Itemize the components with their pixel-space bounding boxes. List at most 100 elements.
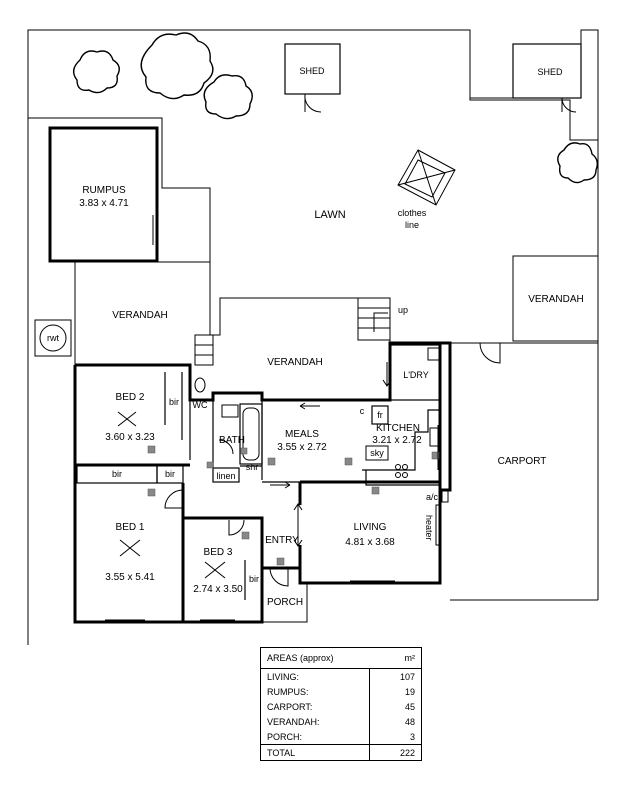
- table-row: RUMPUS: 19: [261, 684, 421, 699]
- tree-icon: [203, 74, 253, 120]
- steps-up: [357, 297, 391, 341]
- linen-label: linen: [216, 471, 235, 481]
- table-row: LIVING: 107: [261, 669, 421, 684]
- room-name: ENTRY: [265, 535, 299, 546]
- toilet-icon: [194, 377, 206, 393]
- linen-cupboard: [212, 467, 240, 483]
- clothes-line-label: line: [405, 220, 419, 230]
- vent-icon: [206, 461, 214, 469]
- area-value: 3: [369, 729, 421, 744]
- rumpus-room: [48, 126, 159, 263]
- wall: [183, 516, 264, 568]
- tree-icon: [72, 50, 120, 94]
- skylight: [365, 445, 389, 461]
- boundary-line: [74, 117, 211, 365]
- steps: [194, 334, 214, 366]
- rwt-label: rwt: [47, 333, 59, 343]
- tree-icon: [140, 32, 214, 100]
- door-swing: [304, 93, 322, 113]
- basin-icon: [221, 404, 239, 418]
- shed-right: [512, 43, 582, 99]
- area-name: VERANDAH:: [267, 716, 320, 727]
- ceiling-fan-icon: [119, 539, 141, 557]
- shed-left: [284, 43, 341, 95]
- room-name: WC: [193, 400, 208, 410]
- room-dims: 3.55 x 2.72: [277, 442, 327, 453]
- verandah-right-outline: [512, 255, 599, 342]
- ac-label: a/c: [426, 492, 439, 502]
- ceiling-fan-icon: [117, 411, 137, 427]
- arrow-icon: [373, 312, 388, 332]
- robe-label: bir: [112, 469, 122, 479]
- arrow-icon: [284, 481, 291, 489]
- laundry: [389, 344, 441, 401]
- areas-unit: m²: [404, 653, 416, 663]
- total-value: 222: [369, 745, 421, 760]
- area-name: PORCH:: [267, 731, 303, 742]
- porch-outline: [261, 583, 308, 623]
- kitchen-bench: [365, 470, 440, 486]
- floor-plan: SHED SHED clothes line LAWN RUMPUS 3.83 …: [27, 29, 599, 645]
- skylight-label: sky: [370, 448, 384, 458]
- room-name: BED 1: [116, 522, 145, 533]
- heater-icon: [435, 504, 441, 546]
- area-name: CARPORT:: [267, 701, 313, 712]
- door-swing: [479, 342, 501, 364]
- shed-label: SHED: [299, 66, 325, 76]
- clothes-line-label: clothes: [398, 208, 427, 218]
- verandah-label: VERANDAH: [528, 294, 584, 305]
- area-name: LIVING:: [267, 671, 300, 682]
- bathtub-inner: [242, 407, 260, 461]
- vent-icon: [276, 557, 285, 566]
- vent-icon: [147, 445, 156, 454]
- shed-label: SHED: [537, 67, 563, 77]
- ceiling-fan-icon: [204, 561, 226, 579]
- table-row: PORCH: 3: [261, 729, 421, 744]
- table-row: VERANDAH: 48: [261, 714, 421, 729]
- vent-icon: [344, 457, 353, 466]
- rwt-tank: [39, 324, 67, 352]
- robe-label: bir: [249, 574, 259, 584]
- total-label: TOTAL: [267, 747, 296, 758]
- door-swing: [561, 97, 577, 113]
- cupboard-label: c: [360, 406, 365, 416]
- room-dims: 3.83 x 4.71: [79, 198, 129, 209]
- sink-icon: [429, 427, 441, 447]
- vent-icon: [147, 488, 156, 497]
- fridge-label: fr: [377, 410, 383, 420]
- door-swing: [228, 519, 245, 536]
- shower-label: shr: [246, 462, 259, 472]
- heater-label: heater: [424, 515, 434, 541]
- room-name: L'DRY: [403, 370, 429, 380]
- arrow-icon: [299, 402, 306, 410]
- area-value: 45: [369, 699, 421, 714]
- arrow-icon: [293, 503, 303, 547]
- up-label: up: [398, 305, 408, 315]
- rwt-box: [34, 319, 72, 357]
- room-name: LIVING: [354, 522, 387, 533]
- vent-icon: [241, 531, 250, 540]
- total-row: TOTAL 222: [261, 744, 421, 760]
- area-name: RUMPUS:: [267, 686, 309, 697]
- room-dims: 3.60 x 3.23: [105, 432, 155, 443]
- area-value: 107: [369, 669, 421, 684]
- verandah-center-outline: [210, 297, 391, 345]
- room-name: BED 2: [116, 392, 145, 403]
- areas-table: AREAS (approx) m² LIVING: 107 RUMPUS: 19…: [260, 647, 422, 761]
- room-dims: 3.21 x 2.72: [372, 435, 422, 446]
- carport-label: CARPORT: [498, 456, 547, 467]
- room-dims: 2.74 x 3.50: [193, 584, 243, 595]
- robe: [156, 464, 184, 484]
- vent-icon: [371, 486, 380, 495]
- lawn-label: LAWN: [314, 209, 345, 221]
- ac-unit-icon: [441, 489, 449, 503]
- vent-icon: [240, 447, 248, 455]
- robe-label: bir: [169, 397, 179, 407]
- room-name: KITCHEN: [376, 423, 420, 434]
- room-name: RUMPUS: [82, 185, 126, 196]
- sink-icon: [427, 347, 441, 361]
- tree-icon: [557, 142, 599, 184]
- vent-icon: [431, 451, 440, 460]
- room-dims: 4.81 x 3.68: [345, 537, 395, 548]
- arrow-icon: [382, 379, 392, 387]
